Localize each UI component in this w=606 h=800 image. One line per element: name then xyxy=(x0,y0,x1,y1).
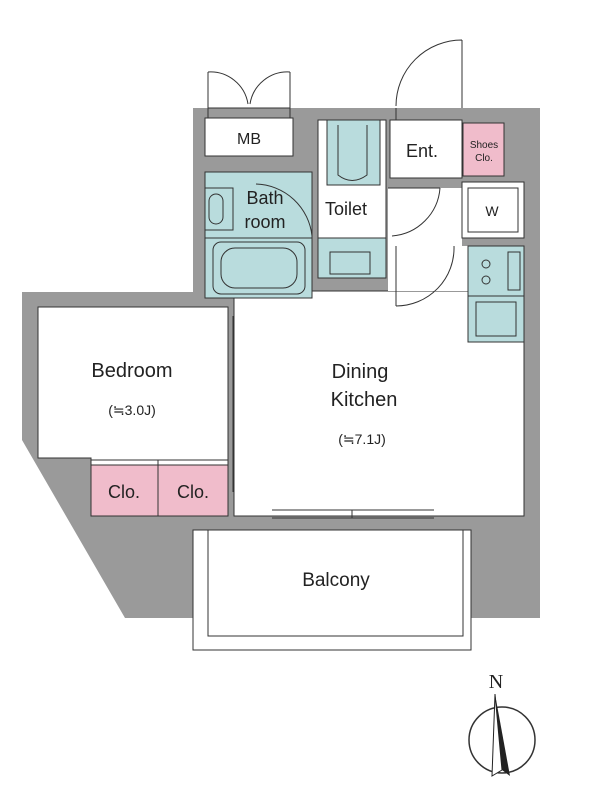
bathroom-door-swing[interactable] xyxy=(255,183,313,237)
bedroom-size-label: (≒3.0J) xyxy=(108,402,156,418)
shoes-closet xyxy=(462,122,505,177)
closet-left-label: Clo. xyxy=(108,482,140,502)
closets xyxy=(90,122,505,517)
bathroom-label-1: Bath xyxy=(246,188,283,208)
compass-needle-outline xyxy=(491,693,503,777)
closet-right-label: Clo. xyxy=(177,482,209,502)
stove-panel xyxy=(507,251,521,291)
stove-burner-icon xyxy=(481,259,491,269)
toilet-tank-area xyxy=(326,119,381,186)
north-compass: N xyxy=(468,671,536,777)
washbasin-bowl xyxy=(208,193,224,225)
mb-box xyxy=(204,117,294,157)
shoes-closet-label-1: Shoes xyxy=(470,140,498,151)
dining-label-1: Dining xyxy=(332,361,389,383)
hallway-floor xyxy=(388,188,462,246)
kitchen-sink xyxy=(475,301,517,337)
kitchen-door[interactable] xyxy=(395,245,455,307)
compass-ring xyxy=(468,706,536,774)
washer-tray xyxy=(467,187,519,233)
balcony-label: Balcony xyxy=(302,570,370,591)
washer-label: W xyxy=(485,203,499,219)
entrance-floor xyxy=(389,119,463,179)
doors xyxy=(207,39,463,519)
toilet-bowl xyxy=(337,125,368,181)
entrance-door[interactable] xyxy=(395,39,463,108)
mb-door-left xyxy=(207,71,249,118)
room-labels: MB Ent. Shoes Clo. Bath room Toilet W Be… xyxy=(91,131,499,591)
shoes-closet-label-2: Clo. xyxy=(475,153,493,164)
toilet-label: Toilet xyxy=(325,199,367,219)
balcony-floor xyxy=(207,529,464,637)
bathtub-basin xyxy=(220,247,298,289)
north-label: N xyxy=(489,671,503,693)
bedroom-label: Bedroom xyxy=(91,360,172,382)
dining-label-2: Kitchen xyxy=(331,389,398,411)
toilet-sink xyxy=(329,251,371,275)
compass-needle-icon xyxy=(495,694,510,776)
bathtub xyxy=(212,241,306,295)
toilet-door[interactable] xyxy=(388,187,441,237)
mb-door-right xyxy=(249,71,291,118)
dining-size-label: (≒7.1J) xyxy=(338,431,386,447)
wet-areas xyxy=(204,119,525,343)
stove-burner-icon xyxy=(481,275,491,285)
closet-right xyxy=(157,464,229,517)
entrance-label: Ent. xyxy=(406,141,438,161)
mb-label: MB xyxy=(237,131,261,148)
bathroom-label-2: room xyxy=(244,212,285,232)
